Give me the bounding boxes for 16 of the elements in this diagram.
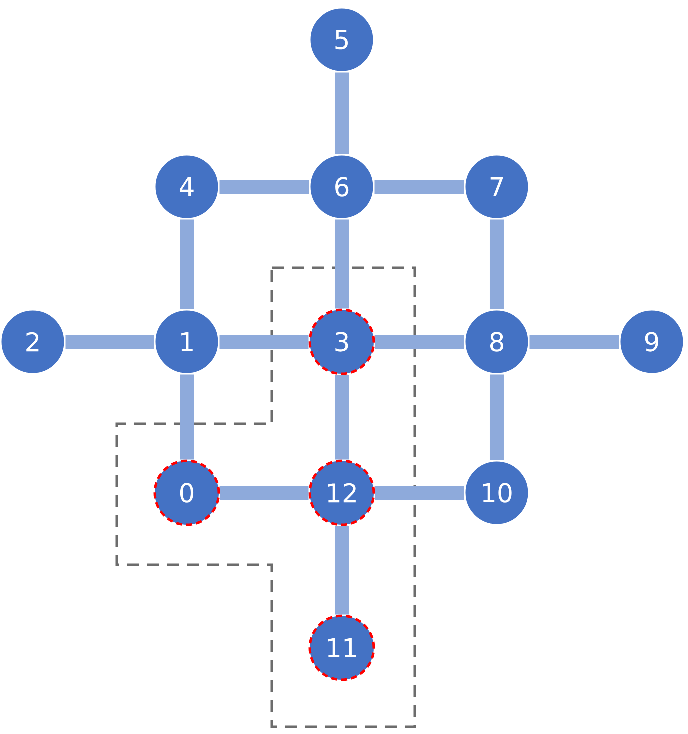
connector-line — [335, 72, 349, 154]
connector-line — [374, 180, 464, 194]
connector-line — [66, 335, 154, 349]
connector-line — [490, 220, 504, 310]
connector-line — [375, 335, 464, 349]
connector-line — [490, 374, 504, 460]
connector-line — [220, 335, 309, 349]
connector-line — [220, 486, 309, 500]
connector-line — [180, 374, 194, 460]
connector-line — [180, 220, 194, 310]
connector-line — [335, 220, 349, 309]
connector-line — [335, 526, 349, 615]
connector-line — [335, 375, 349, 460]
connector-line — [375, 486, 464, 500]
connector-line — [220, 180, 310, 194]
connector-line — [530, 335, 620, 349]
